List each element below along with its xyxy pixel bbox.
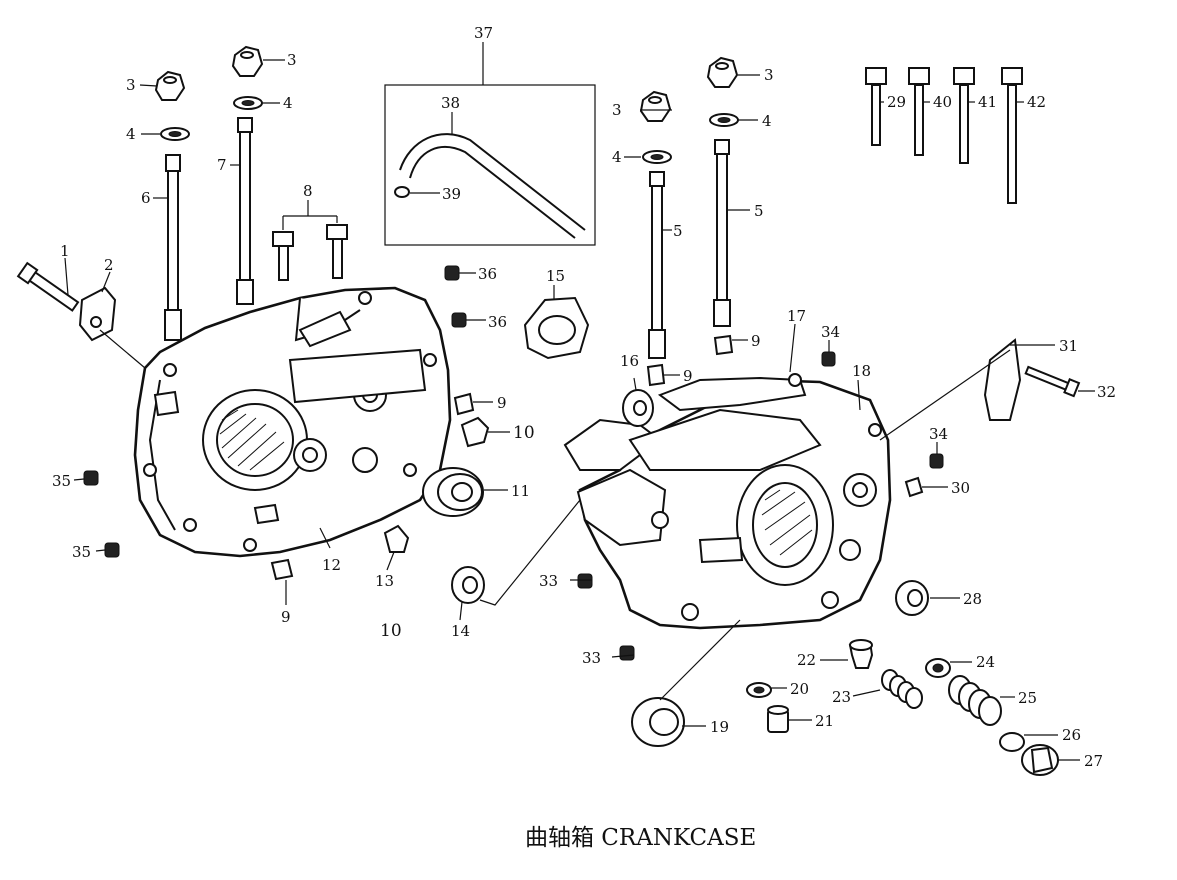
bearings-and-seals (422, 296, 929, 747)
label-6: 6 (141, 189, 151, 207)
label-16: 16 (620, 352, 639, 370)
label-18: 18 (852, 362, 871, 380)
label-5: 5 (754, 202, 764, 220)
label-33: 33 (539, 572, 558, 590)
label-23: 23 (832, 688, 851, 706)
label-17: 17 (787, 307, 806, 325)
label-3: 3 (126, 76, 136, 94)
label-30: 30 (951, 479, 970, 497)
label-24: 24 (976, 653, 995, 671)
label-40: 40 (933, 93, 952, 111)
label-25: 25 (1018, 689, 1037, 707)
label-3: 3 (287, 51, 297, 69)
label-9: 9 (751, 332, 761, 350)
label-29: 29 (887, 93, 906, 111)
label-19: 19 (710, 718, 729, 736)
label-4: 4 (762, 112, 772, 130)
label-9: 9 (683, 367, 693, 385)
label-34: 34 (929, 425, 948, 443)
label-2: 2 (104, 256, 114, 274)
left-crankcase-half (133, 286, 452, 558)
label-9: 9 (497, 394, 507, 412)
label-10: 10 (513, 423, 535, 443)
label-12: 12 (322, 556, 341, 574)
label-20: 20 (790, 680, 809, 698)
label-36: 36 (488, 313, 507, 331)
part-labels: 1 2 3 3 3 3 4 4 4 4 5 5 6 7 8 9 9 9 9 10… (52, 24, 1116, 770)
label-33: 33 (582, 649, 601, 667)
part-31-guide (983, 338, 1022, 421)
label-15: 15 (546, 267, 565, 285)
label-36: 36 (478, 265, 497, 283)
leader-lines (64, 42, 1095, 761)
label-5: 5 (673, 222, 683, 240)
label-32: 32 (1097, 383, 1116, 401)
label-11: 11 (511, 482, 530, 500)
label-26: 26 (1062, 726, 1081, 744)
right-crankcase-half (563, 373, 892, 630)
label-34: 34 (821, 323, 840, 341)
label-39: 39 (442, 185, 461, 203)
label-13: 13 (375, 572, 394, 590)
label-10: 10 (380, 621, 402, 641)
label-7: 7 (217, 156, 227, 174)
label-28: 28 (963, 590, 982, 608)
label-4: 4 (126, 125, 136, 143)
label-41: 41 (978, 93, 997, 111)
breather-hose-box (384, 84, 596, 246)
label-35: 35 (72, 543, 91, 561)
label-31: 31 (1059, 337, 1078, 355)
label-42: 42 (1027, 93, 1046, 111)
label-4: 4 (283, 94, 293, 112)
oil-strainer-group (746, 639, 1059, 776)
label-38: 38 (441, 94, 460, 112)
label-8: 8 (303, 182, 313, 200)
fasteners (16, 67, 1081, 398)
label-35: 35 (52, 472, 71, 490)
label-27: 27 (1084, 752, 1103, 770)
label-1: 1 (60, 242, 70, 260)
label-37: 37 (474, 24, 493, 42)
label-14: 14 (451, 622, 470, 640)
diagram-title: 曲轴箱 CRANKCASE (525, 825, 756, 851)
label-3: 3 (612, 101, 622, 119)
label-22: 22 (797, 651, 816, 669)
label-21: 21 (815, 712, 834, 730)
label-4: 4 (612, 148, 622, 166)
label-9: 9 (281, 608, 291, 626)
label-3: 3 (764, 66, 774, 84)
